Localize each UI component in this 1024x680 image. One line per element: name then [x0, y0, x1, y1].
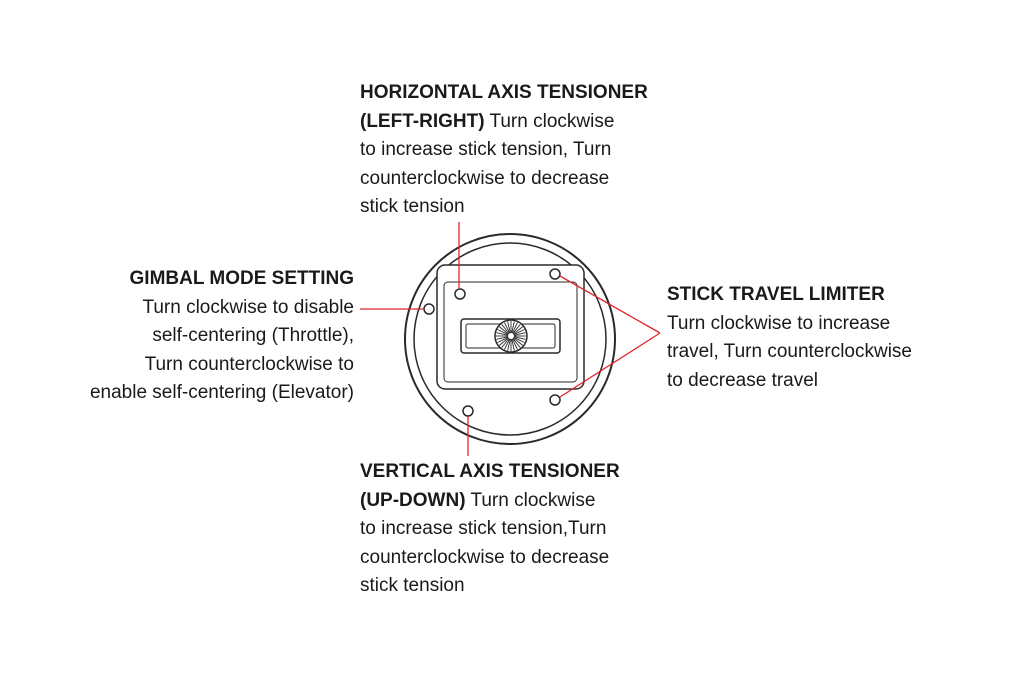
vertical-tensioner-screw	[462, 405, 474, 417]
travel-limiter-desc1: Turn clockwise to increase	[667, 312, 891, 334]
horizontal-tensioner-subtitle: (LEFT-RIGHT)	[360, 110, 485, 132]
horizontal-tensioner-desc2: to increase stick tension, Turn	[360, 139, 612, 160]
stick-knob-knurl	[497, 329, 509, 336]
stick-knob-knurl	[496, 336, 509, 340]
travel-limiter-desc2: travel, Turn counterclockwise	[667, 341, 912, 362]
horizontal-tensioner-desc3: counterclockwise to decrease	[360, 167, 610, 189]
stick-knob-knurl	[512, 323, 521, 334]
stick-knob-knurl	[498, 326, 509, 335]
gimbal-mode-desc1: Turn clockwise to disable	[142, 296, 354, 318]
stick-knob-knurl	[501, 323, 510, 334]
stick-knob-knurl	[497, 336, 509, 343]
stick-knob-knurl	[511, 321, 515, 334]
vertical-tensioner-desc2: to increase stick tension,Turn	[360, 518, 607, 539]
stick-knob-knurl	[513, 326, 524, 335]
travel-callout-line-top	[559, 275, 661, 334]
vertical-tensioner-subtitle: (UP-DOWN)	[360, 489, 466, 511]
gimbal-outer-ring	[404, 233, 616, 445]
vertical-tensioner-line2: (UP-DOWN) Turn clockwise	[360, 487, 620, 516]
stick-knob-knurl	[507, 321, 511, 334]
stick-knob-rim	[494, 319, 528, 353]
vertical-tensioner-title: VERTICAL AXIS TENSIONER	[360, 461, 620, 482]
vertical-tensioner-label: VERTICAL AXIS TENSIONER (UP-DOWN) Turn c…	[360, 458, 620, 601]
horizontal-tensioner-screw	[454, 288, 466, 300]
stick-knob-knurl	[511, 338, 518, 350]
stick-knob-knurl	[513, 336, 525, 343]
gimbal-mode-label: GIMBAL MODE SETTING Turn clockwise to di…	[90, 265, 354, 408]
gimbal-mode-title: GIMBAL MODE SETTING	[129, 268, 354, 289]
stick-knob-knurl	[504, 322, 511, 334]
travel-limiter-screw-bottom	[549, 394, 561, 406]
stick-knob-knurl	[513, 329, 525, 336]
stick-knob-knurl	[513, 332, 526, 336]
vertical-tensioner-desc4: stick tension	[360, 575, 465, 596]
gimbal-mode-screw	[423, 303, 435, 315]
travel-limiter-title: STICK TRAVEL LIMITER	[667, 284, 885, 305]
travel-limiter-desc3: to decrease travel	[667, 369, 819, 391]
travel-limiter-screw-top	[549, 268, 561, 280]
gimbal-mode-desc2: self-centering (Throttle),	[152, 325, 354, 346]
horizontal-tensioner-desc4: stick tension	[360, 196, 465, 217]
travel-limiter-label: STICK TRAVEL LIMITER Turn clockwise to i…	[667, 281, 912, 395]
stick-knob-knurl	[511, 338, 515, 351]
stick-knob-knurl	[513, 337, 524, 346]
stick-knob-knurl	[512, 338, 521, 349]
gimbal-mode-desc3: Turn counterclockwise to	[144, 353, 354, 375]
gimbal-plate-inner	[443, 281, 578, 383]
travel-callout-line-bottom	[559, 332, 661, 398]
stick-knob-knurl	[504, 338, 511, 350]
stick-knob-knurl	[496, 332, 509, 336]
stick-knob-knurl	[501, 338, 510, 349]
gimbal-mode-desc4: enable self-centering (Elevator)	[89, 382, 354, 403]
stick-knob-knurl	[513, 336, 526, 340]
gimbal-inner-ring	[413, 242, 607, 436]
horizontal-tensioner-desc1: Turn clockwise	[484, 110, 615, 132]
vertical-tensioner-desc1: Turn clockwise	[465, 489, 596, 511]
horizontal-tensioner-title: HORIZONTAL AXIS TENSIONER	[360, 82, 648, 103]
stick-knob	[494, 319, 528, 353]
stick-knob-knurl	[507, 338, 511, 351]
stick-knob-knurl	[511, 322, 518, 334]
horizontal-tensioner-label: HORIZONTAL AXIS TENSIONER (LEFT-RIGHT) T…	[360, 79, 648, 222]
horizontal-tensioner-line2: (LEFT-RIGHT) Turn clockwise	[360, 108, 648, 137]
stick-knob-knurl	[498, 337, 509, 346]
vertical-tensioner-desc3: counterclockwise to decrease	[360, 546, 610, 568]
